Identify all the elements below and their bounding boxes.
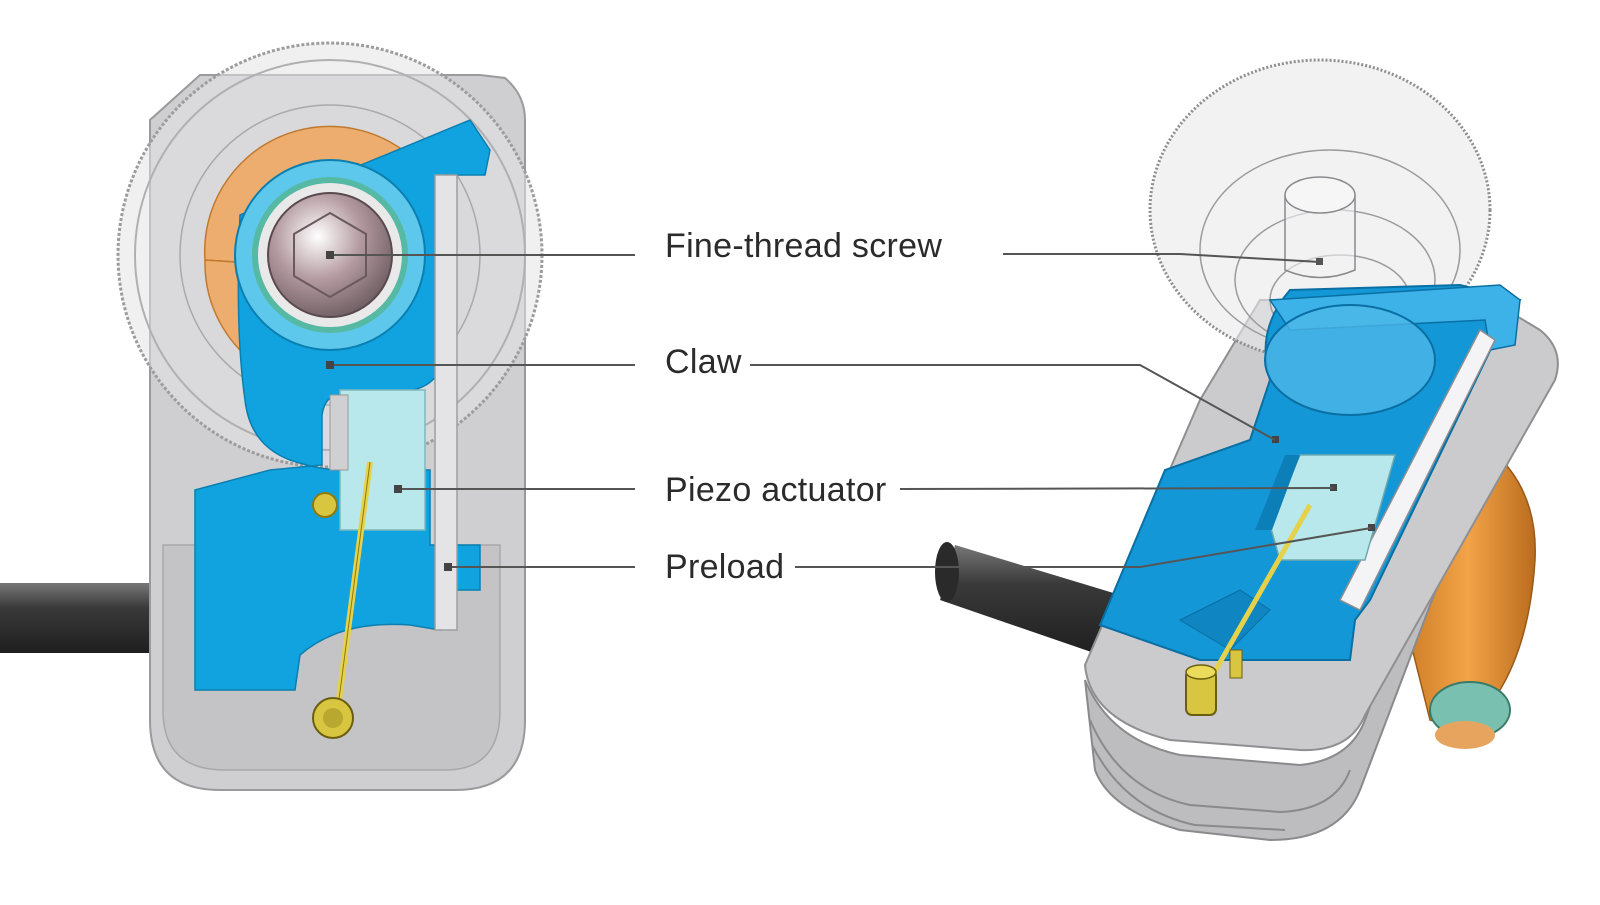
pin-left-edge [334,461,371,731]
label-claw: Claw [665,343,742,381]
fine-thread-screw-right [1284,194,1356,279]
marker-screw [326,251,334,259]
leader-screw-right [1003,253,1321,263]
pin-post-right [1229,649,1243,679]
leader-claw-right [750,364,1276,441]
marker-preload-right [1368,524,1375,531]
right-view [750,58,1559,842]
cable-left [0,583,160,653]
preload-plate-left [434,174,458,631]
marker-claw [326,361,334,369]
leader-preload-right [795,527,1372,568]
leader-piezo-right [899,487,1334,490]
marker-preload [444,563,452,571]
left-view [0,41,635,791]
piezo-pocket-right [1255,455,1300,530]
label-piezo-actuator: Piezo actuator [665,471,887,509]
pin-right [1207,503,1313,682]
marker-piezo [394,485,402,493]
piezo-actuator-left [339,389,426,531]
housing-seam-2-right [1091,744,1286,831]
cable-end-right [935,542,959,602]
post-left [329,394,349,471]
preload-plate-right [1338,328,1496,612]
screw-hex-left [293,211,367,299]
cable-right [940,545,1120,655]
pin-socket-top-left [312,492,338,518]
label-preload: Preload [665,548,785,586]
label-fine-thread-screw: Fine-thread screw [665,227,943,265]
claw-bore-right [1264,304,1436,416]
screw-top-right [1284,176,1356,214]
marker-piezo-right [1330,484,1337,491]
pin-socket-top-right [1185,664,1217,680]
orange-cap-right [1435,721,1495,749]
pin-socket-bottom-inner-left [323,708,343,728]
claw-slot-right [1178,589,1271,651]
marker-claw-right [1272,436,1279,443]
housing-seam-1-right [1089,719,1351,814]
